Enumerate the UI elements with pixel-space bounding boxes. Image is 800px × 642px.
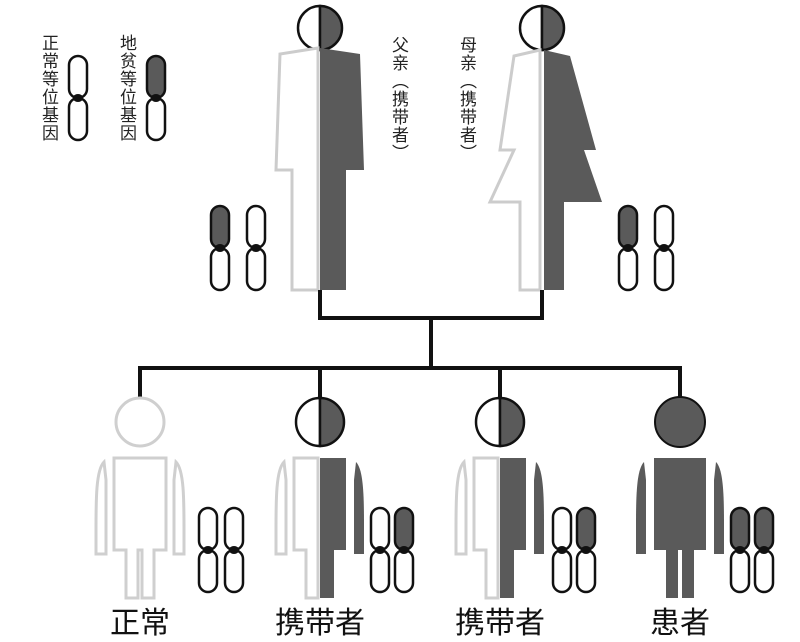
legend-anemia-label: 地贫等位基因 — [116, 34, 136, 142]
legend-normal-label: 正常等位基因 — [38, 34, 58, 142]
child-normal-label: 正常 — [110, 606, 170, 641]
father-figure — [274, 4, 364, 292]
pedigree-lines — [138, 290, 682, 400]
child-normal-figure — [94, 396, 186, 600]
child-patient-figure — [636, 396, 724, 598]
child-carrier-1-label: 携带者 — [275, 606, 365, 641]
anemia-allele-chromosome — [145, 54, 167, 142]
child-patient-label: 患者 — [650, 606, 710, 641]
child-patient-chromosomes — [729, 506, 775, 594]
child-carrier-2-figure — [454, 396, 544, 600]
father-label: 父亲（携带者） — [388, 36, 408, 162]
mother-chromosome-pair — [617, 204, 675, 292]
father-chromosome-pair — [209, 204, 267, 292]
child-carrier-2-label: 携带者 — [455, 606, 545, 641]
mother-figure — [487, 4, 602, 292]
child-carrier-1-figure — [274, 396, 364, 600]
normal-allele-chromosome — [67, 54, 89, 142]
mother-label: 母亲（携带者） — [456, 36, 476, 162]
child-carrier-1-chromosomes — [369, 506, 415, 594]
child-carrier-2-chromosomes — [551, 506, 597, 594]
child-normal-chromosomes — [197, 506, 245, 594]
